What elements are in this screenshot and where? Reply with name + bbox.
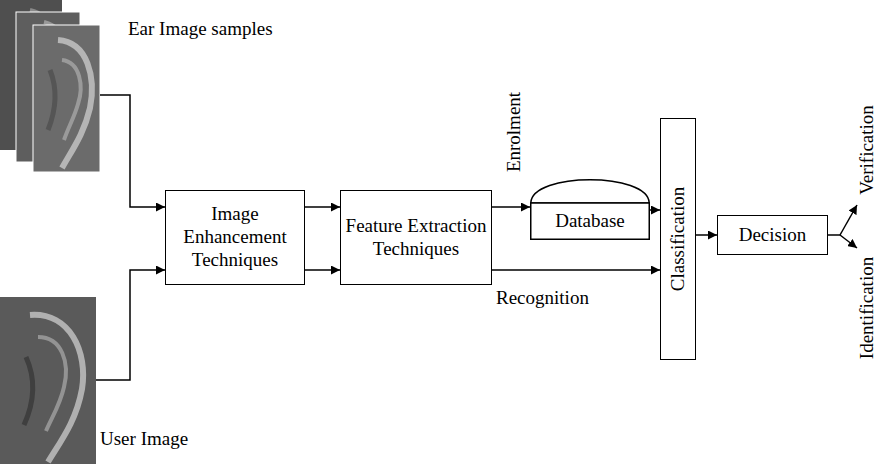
decision-box: Decision: [717, 215, 828, 255]
database-label-area: Database: [530, 203, 650, 240]
process-box: Image Enhancement Techniques: [165, 190, 305, 285]
ear-image-stack: [0, 0, 100, 172]
user-ear-image: [0, 297, 96, 464]
node-label: Database: [555, 210, 625, 233]
database-shape: Database: [530, 178, 650, 240]
node-label: Classification: [667, 187, 690, 291]
ear-samples-image: Ear Image samples: [0, 0, 100, 172]
flow-arrow: [492, 206, 530, 208]
node-label: Feature Extraction Techniques: [341, 215, 491, 261]
branch-line: [828, 234, 840, 236]
branch-arrow: [840, 235, 857, 248]
flow-arrow: [96, 270, 165, 380]
flow-arrow: [100, 95, 165, 207]
flow-arrow: [492, 269, 660, 271]
user-image: User Image: [0, 297, 96, 464]
edge-label: Recognition: [495, 287, 590, 310]
database-dome: [531, 180, 650, 203]
branch-arrow: [840, 205, 857, 235]
image-label: Ear Image samples: [128, 18, 273, 41]
flow-arrow: [650, 209, 660, 211]
output-label: Identification: [856, 256, 879, 360]
flow-arrow: [696, 234, 717, 236]
classification-box: Classification: [660, 118, 696, 360]
flow-arrow: [305, 269, 340, 271]
image-label: User Image: [100, 428, 188, 451]
flow-arrow: [305, 206, 340, 208]
process-box: Feature Extraction Techniques: [340, 190, 492, 285]
output-label: Verification: [856, 104, 879, 196]
database-body: [531, 203, 650, 239]
node-label: Image Enhancement Techniques: [166, 203, 304, 271]
edge-label: Enrolment: [503, 91, 526, 173]
node-label: Decision: [739, 224, 807, 247]
